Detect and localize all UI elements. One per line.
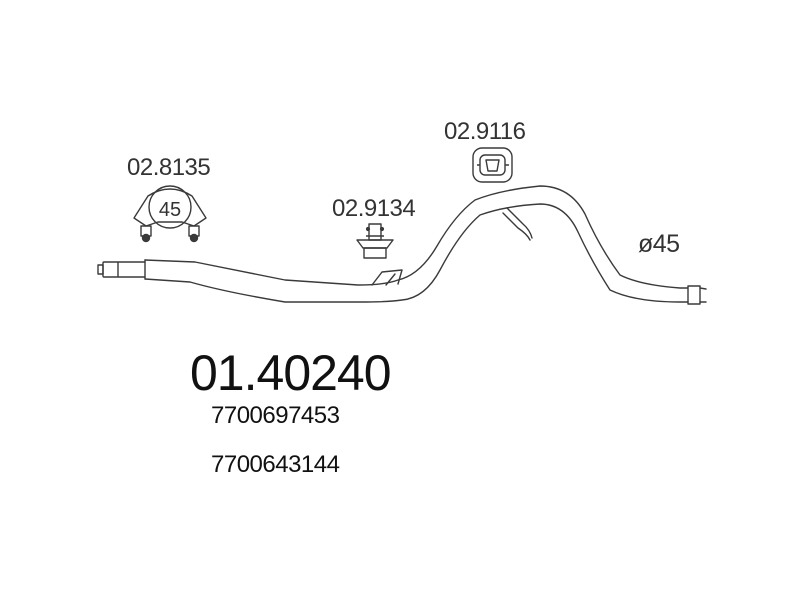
rubber-mount-b	[472, 147, 513, 183]
exhaust-clamp: 45	[133, 185, 207, 243]
clamp-ring	[148, 185, 192, 229]
exhaust-pipe	[97, 185, 707, 305]
clamp-part-number: 02.8135	[127, 154, 211, 181]
pipe-diameter-label: ø45	[638, 230, 680, 258]
mount-b-part-number: 02.9116	[444, 118, 526, 145]
product-number: 01.40240	[190, 345, 392, 401]
mount-a-part-number: 02.9134	[332, 195, 416, 222]
oem-number: 7700643144	[211, 451, 340, 478]
rubber-mount-a	[356, 223, 394, 259]
clamp-diameter-mark: 45	[159, 199, 181, 221]
oem-number: 7700697453	[211, 402, 340, 429]
